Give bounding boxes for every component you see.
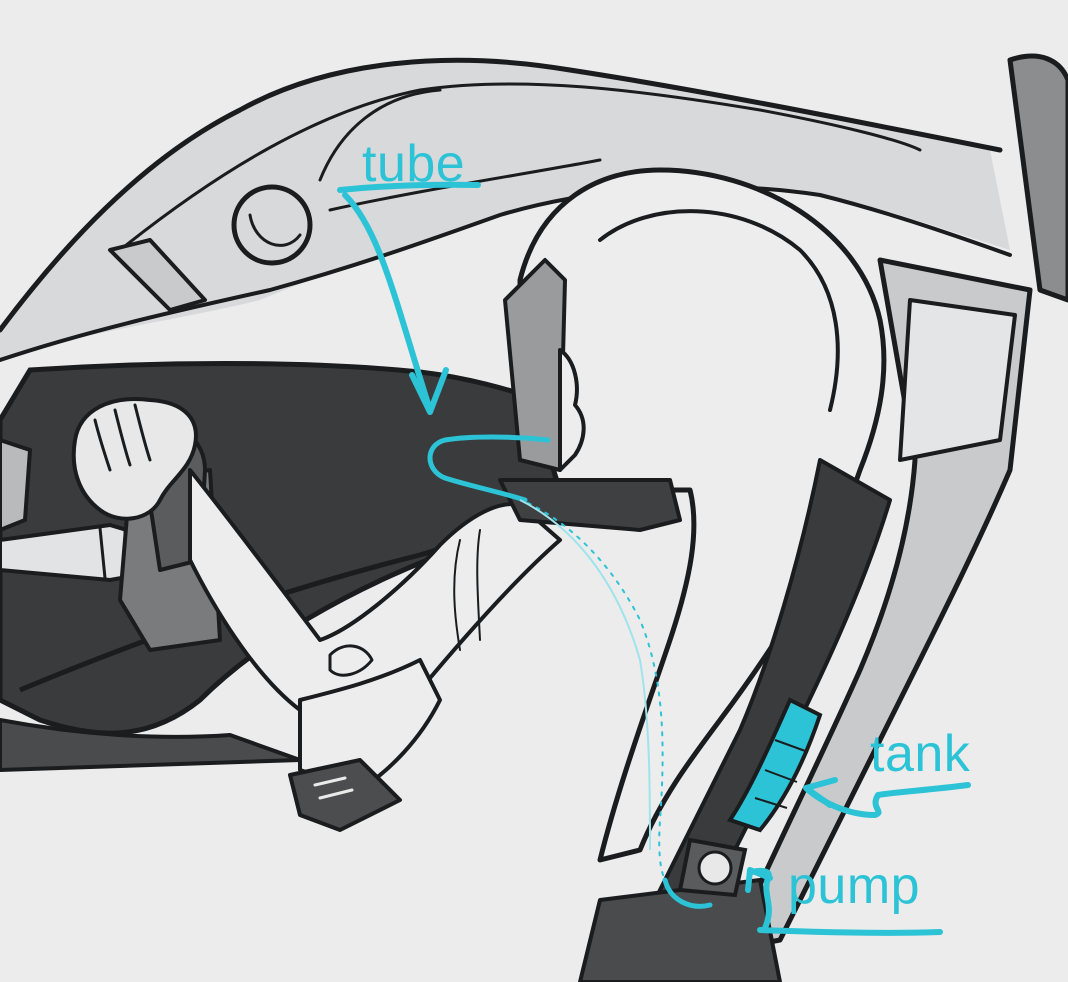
hand-knuckles (93, 403, 152, 472)
tube-arrow (342, 192, 433, 413)
seat-cushion (498, 478, 682, 532)
arm-hatching (453, 529, 481, 651)
pump-wheel (697, 850, 733, 886)
pump-arrow-head (745, 867, 773, 893)
door-sill (0, 717, 301, 773)
tube-solid (427, 434, 551, 503)
tank-shape (726, 697, 823, 833)
cuff (328, 644, 374, 677)
tube-arrow-head (409, 367, 449, 415)
label-pump: pump (788, 857, 921, 915)
pump-underline (757, 927, 943, 936)
tube-underline (337, 181, 481, 193)
window-pane (898, 298, 1017, 462)
fluid-system (427, 434, 823, 909)
shoe-laces (313, 776, 354, 800)
arm (188, 468, 562, 723)
driver (188, 167, 887, 863)
pillar-top (1007, 53, 1068, 303)
roof-inner-edge (0, 184, 1012, 362)
roof-knob-inner (248, 213, 302, 247)
left-wall (0, 437, 33, 533)
hand (71, 397, 198, 521)
annotation-arrows (337, 181, 971, 936)
tube-dashed (499, 491, 666, 881)
roof-rail-a (118, 82, 922, 252)
tank-arrow (805, 782, 971, 818)
roof-panel (0, 62, 1010, 360)
seat-back (517, 167, 887, 863)
head-profile (558, 348, 586, 472)
floor-right (578, 878, 782, 982)
roof-rail-b (318, 88, 442, 182)
seat-inner (598, 209, 840, 412)
tube-thin-guide (519, 499, 651, 851)
tank-lines (754, 739, 809, 809)
label-tank: tank (870, 725, 971, 783)
pump-hose (662, 877, 713, 909)
car-body (0, 57, 1012, 362)
label-tube: tube (362, 135, 466, 193)
roof-strap (108, 238, 207, 312)
roof-knob (231, 184, 313, 266)
tank-arrow-head (803, 777, 838, 808)
roof-outer-edge (0, 57, 1003, 333)
shoe (288, 758, 402, 832)
